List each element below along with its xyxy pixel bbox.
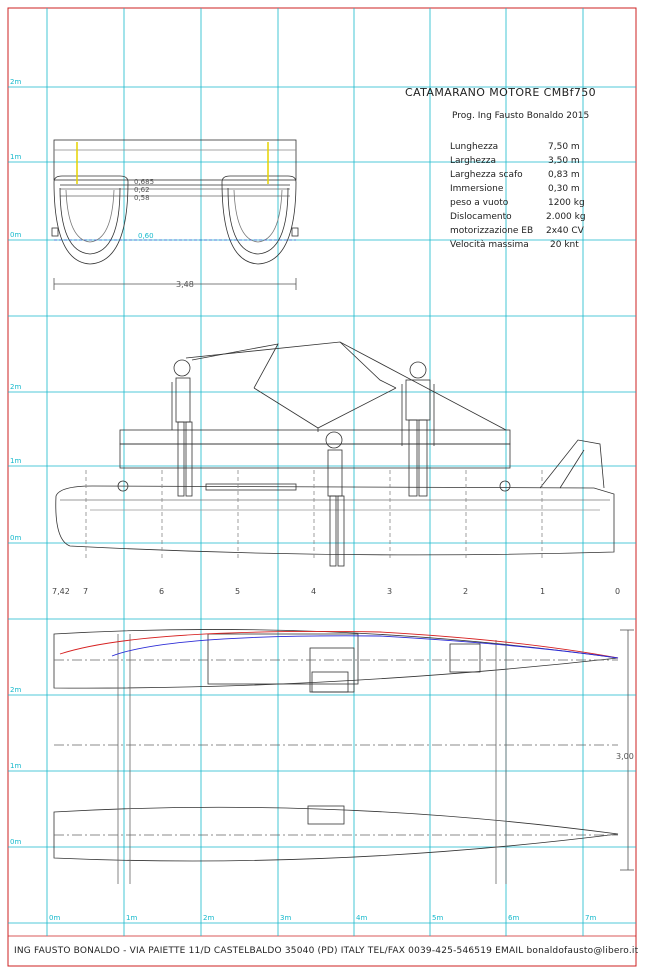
grid-label-plan-0m: 0m [10,838,22,846]
dim-label: 0,58 [134,194,150,202]
plan-view [53,629,634,884]
station-label: 0 [615,587,621,596]
scale-label: 7m [585,914,597,922]
grid-label-side-1m: 1m [10,457,22,465]
grid-label-side-2m: 2m [10,383,22,391]
grid-label-front-1m: 1m [10,153,22,161]
chine-line-blue [111,635,619,659]
footer-contact: ING FAUSTO BONALDO - VIA PAIETTE 11/D CA… [14,946,639,956]
spec-label: Larghezza scafo [450,170,523,180]
spec-value: 3,50 m [548,156,580,166]
grid-label-front-2m: 2m [10,78,22,86]
scale-label: 6m [508,914,520,922]
spec-label: Larghezza [450,156,496,166]
spec-label: Immersione [450,184,504,194]
dim-label: 0,685 [134,178,155,186]
station-label: 4 [311,587,317,596]
spec-value: 20 knt [550,240,579,250]
human-figure-center [325,431,345,567]
scale-label: 3m [280,914,292,922]
spec-value: 2x40 CV [546,226,584,236]
side-view [55,341,615,567]
spec-label: motorizzazione EB [450,226,534,236]
grid-label-plan-2m: 2m [10,686,22,694]
grid-label-front-0m: 0m [10,231,22,239]
spec-label: Velocità massima [450,240,529,250]
station-label: 1 [540,587,546,596]
spec-label: Dislocamento [450,212,512,222]
spec-label: Lunghezza [450,142,499,152]
spec-value: 2.000 kg [546,212,586,222]
chine-line-red [59,631,619,659]
station-label: 5 [235,587,241,596]
scale-label: 4m [356,914,368,922]
scale-label: 5m [432,914,444,922]
scale-label: 2m [203,914,215,922]
human-figure-left [171,359,193,497]
waterline-dim-label: 0,60 [138,232,154,240]
grid [8,8,636,936]
station-label: 3 [387,587,393,596]
dim-label: 0,62 [134,186,150,194]
spec-value: 0,30 m [548,184,580,194]
station-label: 6 [159,587,165,596]
sheet-border [7,7,637,967]
scale-label: 1m [126,914,138,922]
designer-credit: Prog. Ing Fausto Bonaldo 2015 [452,111,590,121]
spec-value: 1200 kg [548,198,585,208]
spec-label: peso a vuoto [450,198,509,208]
station-label: 7,42 [52,587,70,596]
spec-value: 0,83 m [548,170,580,180]
drawing-title: CATAMARANO MOTORE CMBf750 [405,86,597,99]
human-figure-right [401,361,435,497]
station-label: 7 [83,587,89,596]
beam-dim-label: 3,00 [616,752,634,761]
scale-label: 0m [49,914,61,922]
front-view [51,139,299,290]
spec-value: 7,50 m [548,142,580,152]
overall-width-dim: 3,48 [176,280,194,289]
grid-label-plan-1m: 1m [10,762,22,770]
station-label: 2 [463,587,469,596]
grid-label-side-0m: 0m [10,534,22,542]
